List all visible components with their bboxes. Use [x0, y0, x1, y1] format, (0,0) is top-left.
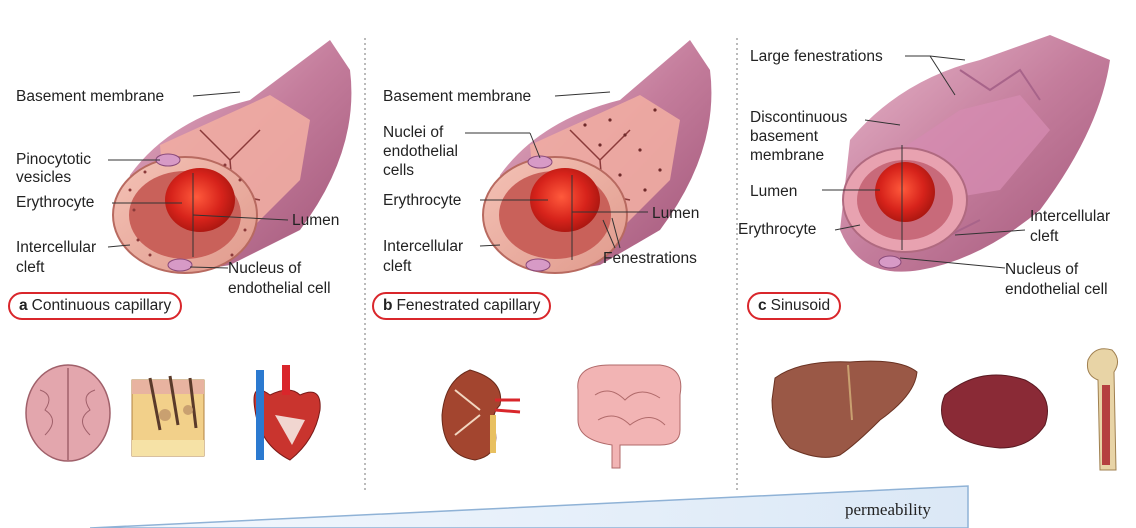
label-nuclei-b-3: cells — [383, 161, 414, 180]
label-intercellular-cleft-c-2: cleft — [1030, 227, 1058, 246]
label-fenestrations-b: Fenestrations — [603, 249, 697, 268]
label-basement-membrane-a: Basement membrane — [16, 87, 164, 106]
sinusoid-illustration — [822, 35, 1110, 272]
label-intercellular-cleft-c: Intercellular — [1030, 207, 1110, 226]
liver-icon — [772, 361, 917, 457]
spleen-icon — [942, 375, 1048, 448]
fenestrated-capillary-illustration — [465, 40, 711, 273]
label-basement-membrane-b: Basement membrane — [383, 87, 531, 106]
label-intercellular-cleft-a: Intercellular — [16, 238, 96, 257]
label-intercellular-cleft-a-2: cleft — [16, 258, 44, 277]
continuous-capillary-illustration — [108, 40, 351, 273]
brain-icon — [26, 365, 110, 461]
label-nuclei-b-2: endothelial — [383, 142, 458, 161]
label-nucleus-a: Nucleus of — [228, 259, 301, 278]
skin-icon — [132, 376, 204, 456]
label-discontinuous-c-2: basement — [750, 127, 818, 146]
label-lumen-b: Lumen — [652, 204, 699, 223]
label-discontinuous-c: Discontinuous — [750, 108, 847, 127]
label-nucleus-c: Nucleus of — [1005, 260, 1078, 279]
label-intercellular-cleft-b-2: cleft — [383, 257, 411, 276]
label-pinocytotic-vesicles-a: Pinocytotic — [16, 150, 91, 169]
label-pinocytotic-vesicles-a-2: vesicles — [16, 168, 71, 187]
label-intercellular-cleft-b: Intercellular — [383, 237, 463, 256]
label-lumen-c: Lumen — [750, 182, 797, 201]
label-nucleus-c-2: endothelial cell — [1005, 280, 1108, 299]
intestine-icon — [578, 365, 681, 468]
label-discontinuous-c-3: membrane — [750, 146, 824, 165]
label-large-fenestrations-c: Large fenestrations — [750, 47, 883, 66]
kidney-icon — [442, 370, 520, 460]
heart-icon — [254, 365, 320, 460]
label-erythrocyte-c: Erythrocyte — [738, 220, 816, 239]
label-nuclei-b: Nuclei of — [383, 123, 443, 142]
label-erythrocyte-b: Erythrocyte — [383, 191, 461, 210]
permeability-arrow — [90, 486, 968, 528]
bone-marrow-icon — [1087, 349, 1117, 470]
permeability-label: permeability — [845, 500, 931, 520]
label-nucleus-a-2: endothelial cell — [228, 279, 331, 298]
label-erythrocyte-a: Erythrocyte — [16, 193, 94, 212]
label-lumen-a: Lumen — [292, 211, 339, 230]
